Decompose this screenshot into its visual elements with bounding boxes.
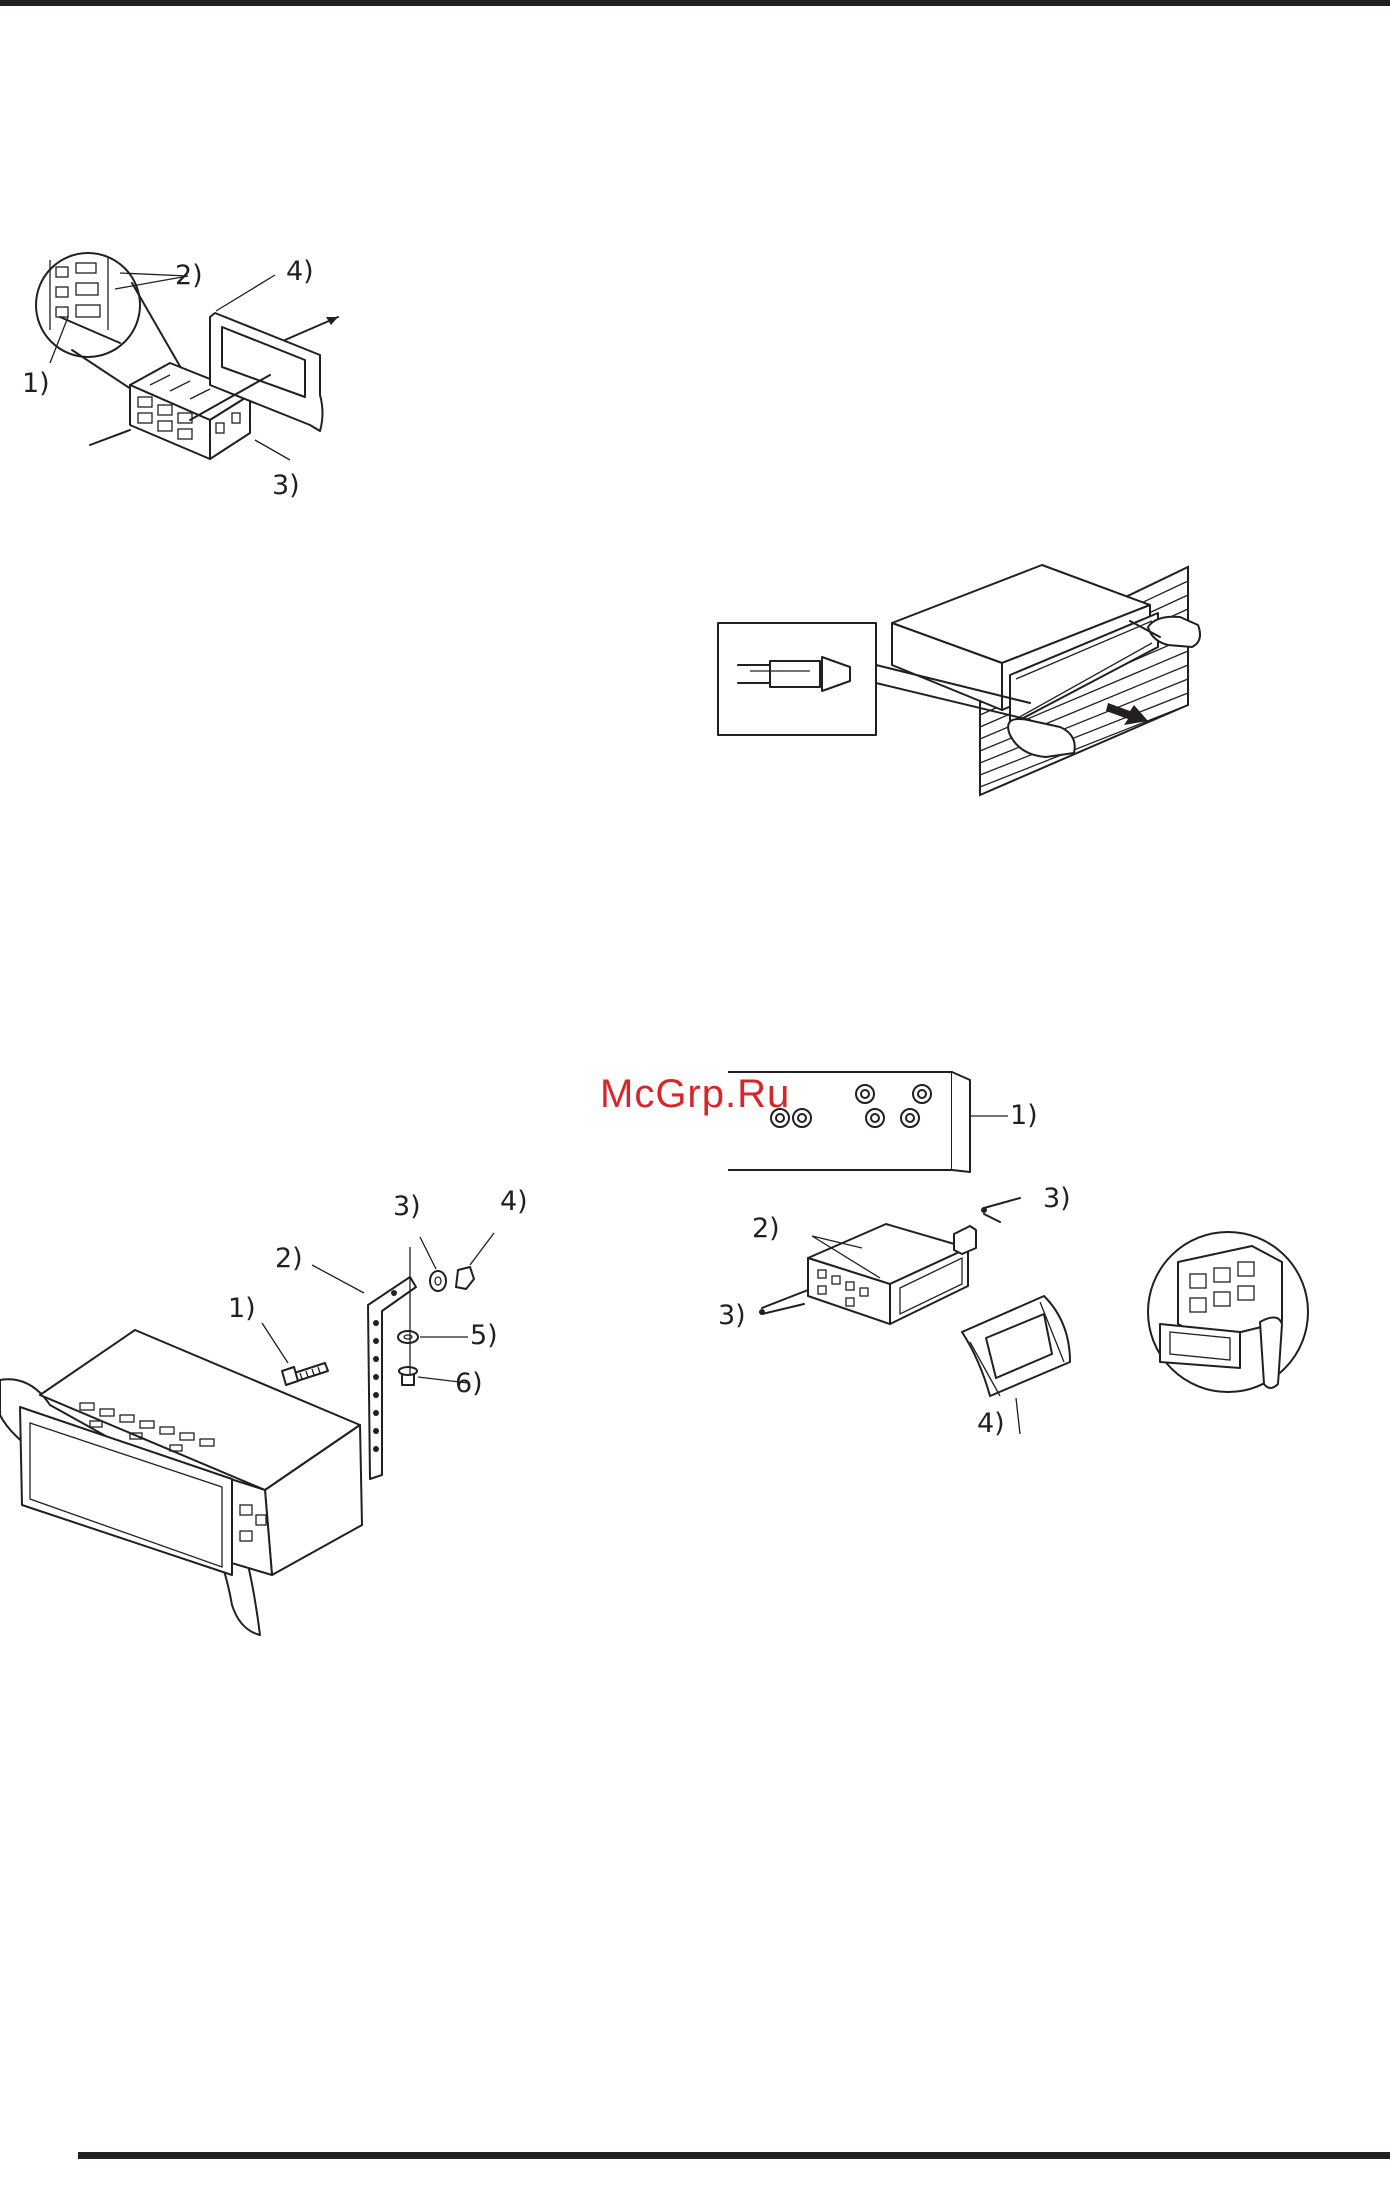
fig1-label-1: 1) [22,370,50,397]
screw-top [981,1207,987,1213]
fig3-label-5: 5) [470,1322,498,1349]
head-unit-iso [808,1224,976,1324]
removal-key-detail [738,657,850,691]
fig4-label-4: 4) [977,1410,1005,1437]
fig4-label-2: 2) [752,1215,780,1242]
magnified-cage-detail [1160,1246,1282,1388]
leader-3 [255,440,290,460]
fig4-label-1: 1) [1010,1102,1038,1129]
fig3-label-4: 4) [500,1188,528,1215]
screw-bottom [759,1309,765,1315]
fig4-label-3-bottom: 3) [718,1302,746,1329]
fig1-label-2: 2) [175,262,203,289]
flat-washer [398,1331,418,1343]
trim-ring [962,1296,1070,1396]
bottom-rule [78,2152,1390,2159]
fig1-label-3: 3) [272,472,300,499]
hex-nut [456,1267,474,1289]
leader-4 [470,1233,494,1265]
watermark-logo: McGrp.Ru [600,1072,790,1117]
cage-edge-line [90,430,130,445]
leader-3 [420,1237,436,1269]
fig3-label-3: 3) [393,1193,421,1220]
fig4-label-3-top: 3) [1043,1185,1071,1212]
spring-washer [430,1271,446,1291]
figure-unit-removal [710,555,1250,795]
magnified-clips [50,257,108,330]
fig3-label-2: 2) [275,1245,303,1272]
threaded-bolt [282,1363,328,1385]
fig3-label-6: 6) [455,1370,483,1397]
unit-removal-drawing [710,555,1250,795]
fig1-label-4: 4) [286,258,314,285]
leader-4 [1016,1398,1020,1434]
leader-3-bottom [762,1290,808,1314]
leader-1 [50,317,68,363]
leader-2 [312,1265,364,1293]
leader-3-top [984,1198,1020,1222]
top-rule [0,0,1390,6]
leader-4 [216,275,275,311]
fig3-label-1: 1) [228,1295,256,1322]
key-tool [60,317,120,343]
leader-1 [262,1323,288,1363]
